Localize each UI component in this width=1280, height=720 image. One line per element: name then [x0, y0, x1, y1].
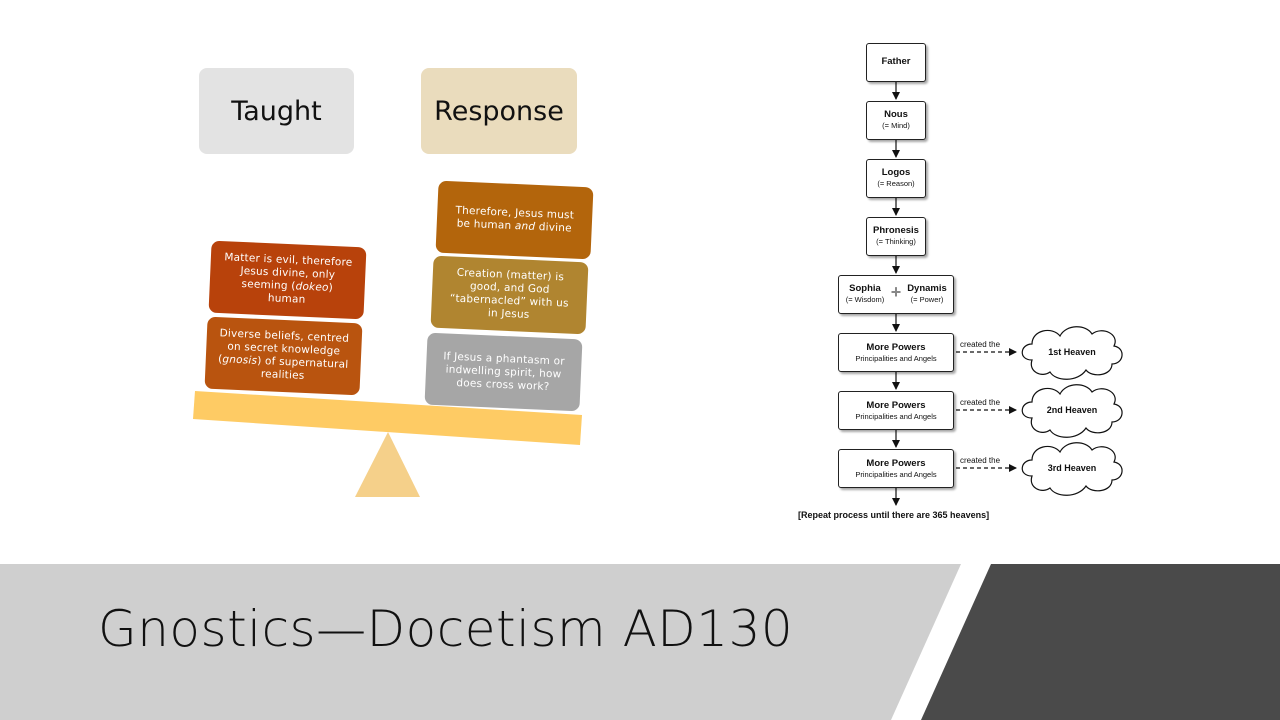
node-nous: Nous (= Mind) — [866, 101, 926, 140]
node-more-powers-3: More Powers Principalities and Angels — [838, 449, 954, 488]
footer-dark-band — [921, 564, 1280, 720]
response-header: Response — [421, 68, 577, 154]
heaven-label-3: 3rd Heaven — [1047, 463, 1097, 473]
repeat-note: [Repeat process until there are 365 heav… — [798, 510, 990, 520]
balance-fulcrum — [355, 432, 420, 497]
cloud-heaven3 — [1021, 442, 1123, 496]
heaven-label-2: 2nd Heaven — [1046, 405, 1098, 415]
footer-light-band — [0, 564, 961, 720]
slide-title: Gnostics—Docetism AD130 — [98, 600, 794, 658]
balance-beam — [193, 391, 582, 445]
arrow-label-2: created the — [960, 398, 1001, 407]
node-sophia-dynamis: Sophia (= Wisdom) + Dynamis (= Power) — [838, 275, 954, 314]
response-item-cross-work: If Jesus a phantasm or indwelling spirit… — [424, 332, 583, 412]
flowchart-connectors — [892, 82, 1123, 506]
node-more-powers-1: More Powers Principalities and Angels — [838, 333, 954, 372]
cloud-heaven2 — [1021, 384, 1123, 438]
arrow-label-3: created the — [960, 456, 1001, 465]
response-item-human-and-divine: Therefore, Jesus must be human and divin… — [435, 180, 594, 260]
response-item-creation-good: Creation (matter) is good, and God “tabe… — [430, 255, 589, 335]
balance-scale — [193, 391, 582, 497]
taught-item-matter-evil: Matter is evil, therefore Jesus divine, … — [208, 240, 367, 320]
node-more-powers-2: More Powers Principalities and Angels — [838, 391, 954, 430]
plus-icon: + — [890, 282, 902, 302]
taught-item-diverse-beliefs: Diverse beliefs, centred on secret knowl… — [204, 316, 363, 396]
node-phronesis: Phronesis (= Thinking) — [866, 217, 926, 256]
node-father: Father — [866, 43, 926, 82]
node-logos: Logos (= Reason) — [866, 159, 926, 198]
footer-bands — [0, 564, 1280, 720]
cloud-heaven1 — [1021, 326, 1123, 380]
taught-header: Taught — [199, 68, 354, 154]
arrow-label-1: created the — [960, 340, 1001, 349]
heaven-label-1: 1st Heaven — [1048, 347, 1096, 357]
